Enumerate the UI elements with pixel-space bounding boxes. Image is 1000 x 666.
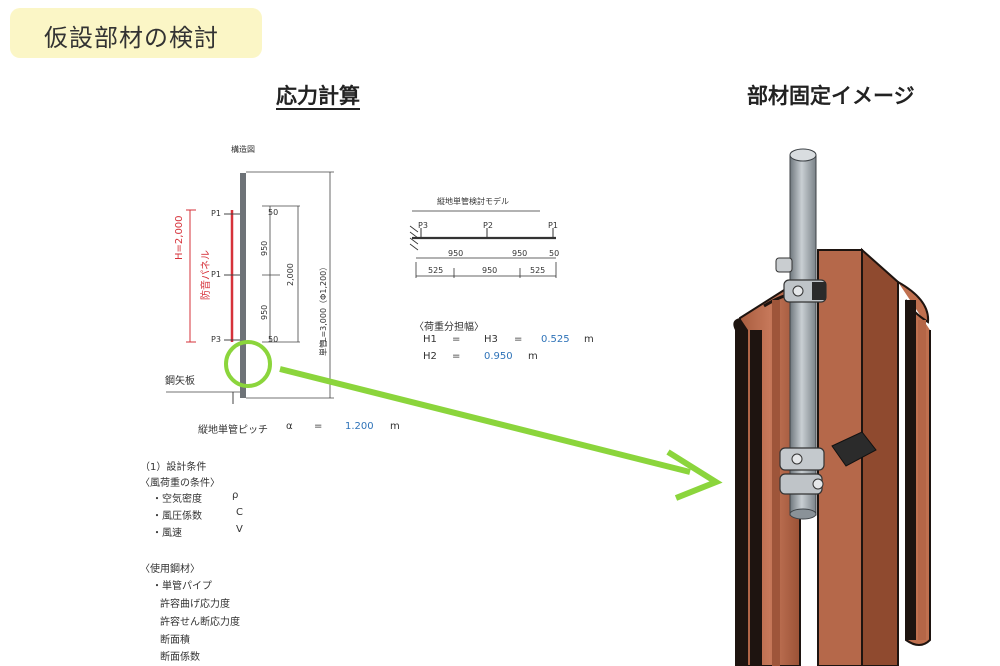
lower-clamp bbox=[779, 431, 877, 495]
model-span1: 950 bbox=[448, 249, 464, 258]
load-p1-mid: P1 bbox=[211, 270, 221, 279]
stress-calc-heading: 応力計算 bbox=[276, 84, 360, 108]
model-title: 縦地単管検討モデル bbox=[437, 197, 509, 206]
title-box: 仮設部材の検討 bbox=[10, 8, 262, 58]
load-h2-value: 0.950 bbox=[484, 351, 513, 362]
steel-item-2: 許容曲げ応力度 bbox=[160, 599, 230, 610]
pitch-label: 縦地単管ピッチ bbox=[198, 425, 268, 436]
load-eq3: = bbox=[452, 351, 461, 362]
load-p3: P3 bbox=[211, 335, 221, 344]
cond-sym-1: ρ bbox=[232, 490, 239, 501]
pitch-sym: α bbox=[286, 421, 293, 432]
dim-50-top: 50 bbox=[268, 208, 279, 217]
model-span-end: 50 bbox=[549, 249, 560, 258]
structure-label: 構造図 bbox=[231, 145, 255, 154]
load-eq1: = bbox=[452, 334, 461, 345]
steel-heading: 〈使用鋼材〉 bbox=[140, 564, 200, 575]
model-p1: P1 bbox=[548, 221, 558, 230]
load-header: 〈荷重分担幅〉 bbox=[414, 322, 484, 333]
cond-item-1: ・空気密度 bbox=[152, 494, 202, 505]
fixing-image-heading: 部材固定イメージ bbox=[747, 84, 915, 108]
upper-clamp bbox=[775, 257, 827, 303]
steel-item-5: 断面係数 bbox=[160, 652, 200, 663]
load-p1-top: P1 bbox=[211, 209, 221, 218]
model-span2: 950 bbox=[512, 249, 528, 258]
load-h1-value: 0.525 bbox=[541, 334, 570, 345]
load-h1-unit: m bbox=[584, 334, 594, 345]
cond-sym-3: V bbox=[236, 524, 243, 535]
conditions-heading: （1）設計条件 bbox=[140, 462, 207, 473]
sheet-pile-label: 鋼矢板 bbox=[165, 376, 195, 387]
load-h1: H1 bbox=[423, 334, 437, 345]
model-bottom1: 525 bbox=[428, 266, 444, 275]
pitch-eq: = bbox=[314, 421, 323, 432]
model-bottom2: 950 bbox=[482, 266, 498, 275]
tube-line bbox=[240, 173, 246, 398]
cond-sym-2: C bbox=[236, 507, 243, 518]
model-p3: P3 bbox=[418, 221, 428, 230]
green-arrow bbox=[279, 366, 691, 475]
load-eq2: = bbox=[514, 334, 523, 345]
model-bottom3: 525 bbox=[530, 266, 546, 275]
wind-heading: 〈風荷重の条件〉 bbox=[140, 478, 220, 489]
page-title: 仮設部材の検討 bbox=[44, 24, 219, 52]
steel-item-4: 断面積 bbox=[160, 635, 190, 646]
cond-item-3: ・風速 bbox=[152, 528, 182, 539]
steel-item-3: 許容せん断応力度 bbox=[160, 617, 240, 628]
cond-item-2: ・風圧係数 bbox=[152, 511, 202, 522]
pitch-unit: m bbox=[390, 421, 400, 432]
load-h2: H2 bbox=[423, 351, 437, 362]
pitch-value: 1.200 bbox=[345, 421, 374, 432]
load-h2-unit: m bbox=[528, 351, 538, 362]
dim-50-bottom: 50 bbox=[268, 335, 279, 344]
load-h3: H3 bbox=[484, 334, 498, 345]
model-p2: P2 bbox=[483, 221, 493, 230]
highlight-circle bbox=[224, 340, 272, 388]
arrow-head bbox=[666, 449, 723, 501]
steel-item-1: ・単管パイプ bbox=[152, 581, 212, 592]
